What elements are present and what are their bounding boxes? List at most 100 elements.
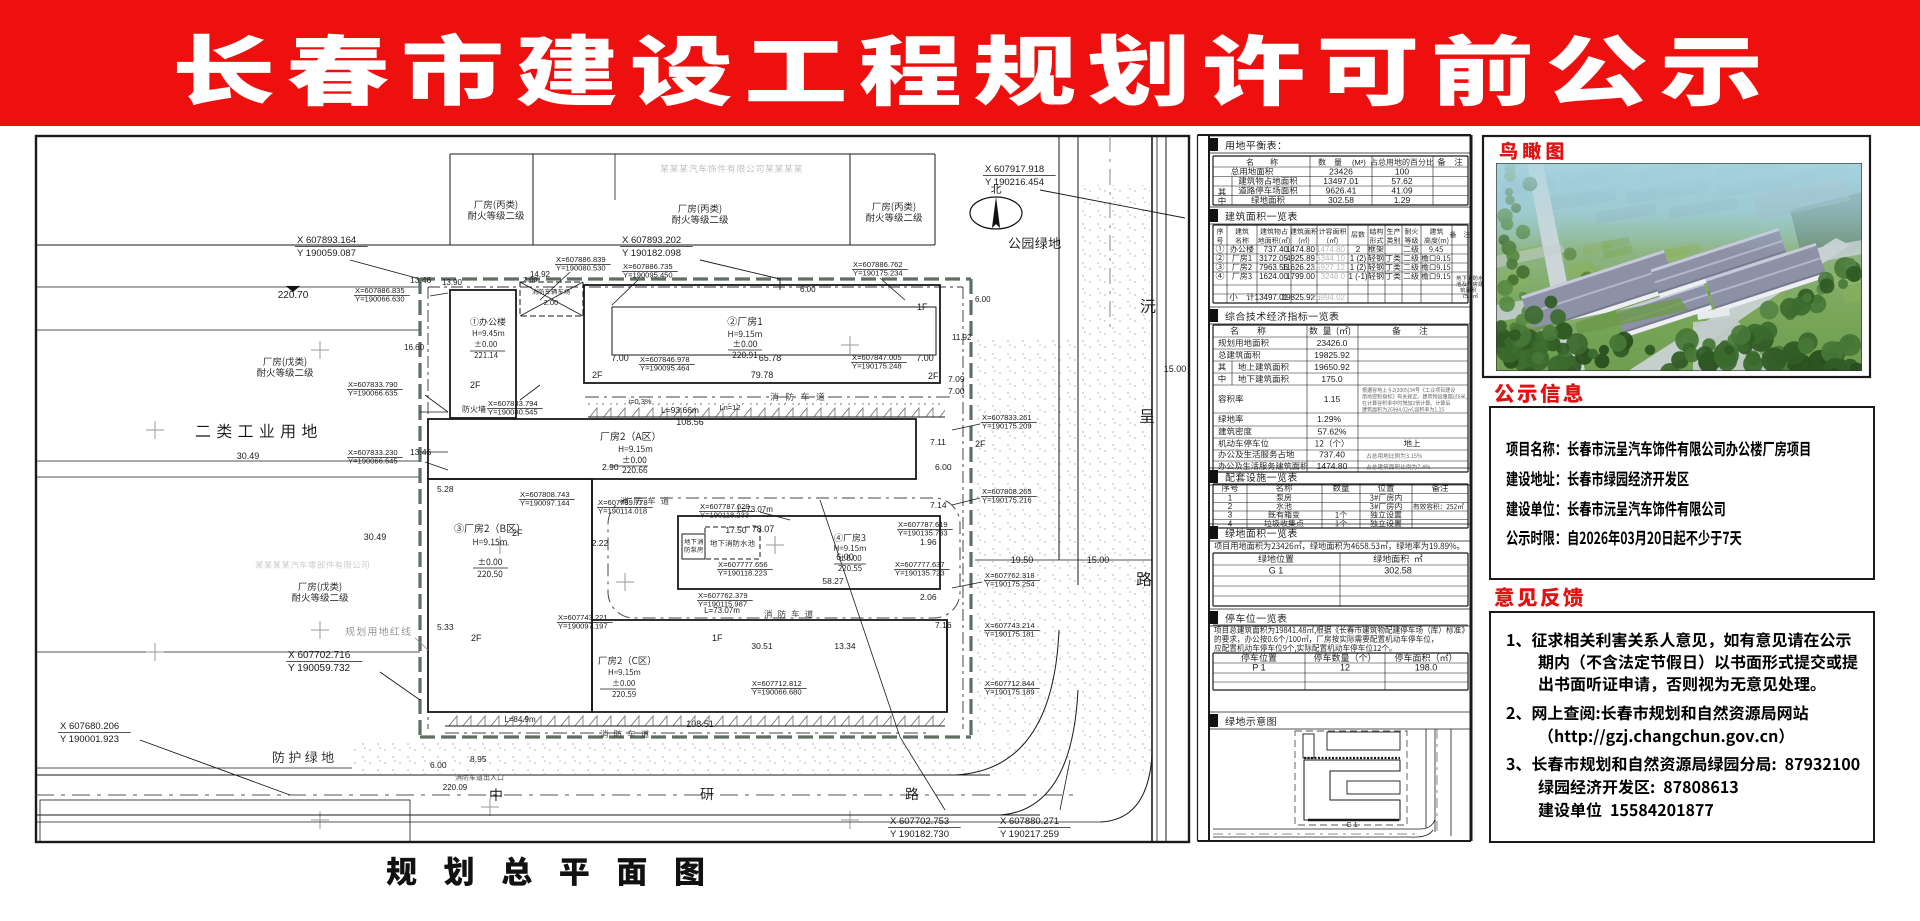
svg-text:14.92: 14.92 xyxy=(530,270,551,279)
svg-text:3: 3 xyxy=(1228,511,1233,520)
svg-text:Y=190097.197: Y=190097.197 xyxy=(558,622,608,631)
svg-text:L=84.9m: L=84.9m xyxy=(504,715,536,724)
svg-text:2: 2 xyxy=(1356,245,1361,254)
svg-text:7.11: 7.11 xyxy=(930,437,946,447)
svg-text:1.29: 1.29 xyxy=(1394,195,1411,205)
svg-text:Y=190066.645: Y=190066.645 xyxy=(348,457,398,466)
svg-text:L=93.66m: L=93.66m xyxy=(661,405,699,415)
svg-text:7.00: 7.00 xyxy=(948,386,965,396)
svg-text:3172.05: 3172.05 xyxy=(1259,254,1288,263)
svg-text:1 (2): 1 (2) xyxy=(1350,254,1367,263)
svg-text:78.07: 78.07 xyxy=(752,524,775,534)
svg-text:Y 190182.730: Y 190182.730 xyxy=(890,829,949,840)
svg-text:1F: 1F xyxy=(712,633,723,643)
svg-text:6.00: 6.00 xyxy=(975,295,991,304)
svg-text:108.56: 108.56 xyxy=(676,417,704,427)
svg-text:L=73.07m: L=73.07m xyxy=(704,606,740,615)
svg-text:X 607702.716: X 607702.716 xyxy=(288,650,351,661)
svg-text:X=607712.812: X=607712.812 xyxy=(752,679,802,688)
svg-text:2F: 2F xyxy=(975,439,986,449)
svg-text:23426.0: 23426.0 xyxy=(1317,338,1348,348)
svg-text:Y=190097.144: Y=190097.144 xyxy=(520,499,570,508)
svg-text:9626.41: 9626.41 xyxy=(1326,186,1357,196)
svg-text:Y=190175.254: Y=190175.254 xyxy=(985,580,1035,589)
svg-text:Y=190118.233: Y=190118.233 xyxy=(700,511,749,520)
svg-text:5.33: 5.33 xyxy=(437,622,454,632)
svg-text:2.90: 2.90 xyxy=(602,462,619,472)
svg-text:X=607833.230: X=607833.230 xyxy=(348,448,398,457)
svg-text:13497.01: 13497.01 xyxy=(1323,176,1359,186)
svg-text:i=0.3%: i=0.3% xyxy=(628,397,651,406)
svg-text:X=607847.005: X=607847.005 xyxy=(852,353,902,362)
svg-text:5.28: 5.28 xyxy=(437,484,454,494)
svg-text:1474.80: 1474.80 xyxy=(1317,461,1348,471)
svg-text:X=607743.221: X=607743.221 xyxy=(558,613,608,622)
svg-text:X 607880.271: X 607880.271 xyxy=(1000,816,1059,827)
svg-text:7.16: 7.16 xyxy=(935,620,952,630)
svg-text:(M²): (M²) xyxy=(1352,158,1366,167)
svg-text:X 607893.164: X 607893.164 xyxy=(297,235,356,246)
svg-text:13.90: 13.90 xyxy=(442,278,463,287)
svg-text:Y 190001.923: Y 190001.923 xyxy=(60,734,119,745)
svg-text:65.78: 65.78 xyxy=(759,353,782,363)
svg-text:13.34: 13.34 xyxy=(834,641,856,651)
svg-text:7.09: 7.09 xyxy=(948,374,965,384)
svg-text:220.09: 220.09 xyxy=(443,783,468,792)
svg-text:17.50: 17.50 xyxy=(725,525,747,535)
svg-text:Y=190080.530: Y=190080.530 xyxy=(556,264,606,273)
svg-text:Ln=12: Ln=12 xyxy=(719,403,740,412)
svg-text:X=607787.620: X=607787.620 xyxy=(700,502,750,511)
svg-text:X=607808.743: X=607808.743 xyxy=(520,490,570,499)
svg-text:2F: 2F xyxy=(928,371,939,381)
svg-text:57.62%: 57.62% xyxy=(1318,427,1347,437)
svg-text:Y 190059.087: Y 190059.087 xyxy=(297,248,356,259)
svg-text:Y 190182.098: Y 190182.098 xyxy=(622,248,681,259)
svg-text:1: 1 xyxy=(1228,494,1233,503)
svg-text:41.09: 41.09 xyxy=(1391,186,1413,196)
svg-text:19825.92: 19825.92 xyxy=(1314,350,1350,360)
svg-text:Y=190175.181: Y=190175.181 xyxy=(985,630,1035,639)
svg-text:X 607917.918: X 607917.918 xyxy=(985,164,1044,175)
svg-text:X=607886.735: X=607886.735 xyxy=(623,262,673,271)
svg-text:30.51: 30.51 xyxy=(751,641,773,651)
svg-text:Y=190175.248: Y=190175.248 xyxy=(852,362,902,371)
svg-text:X=607886.839: X=607886.839 xyxy=(556,255,606,264)
svg-text:1.96: 1.96 xyxy=(920,537,937,547)
svg-text:X=607833.790: X=607833.790 xyxy=(348,380,398,389)
svg-text:1624.00: 1624.00 xyxy=(1259,272,1288,281)
svg-text:P 1: P 1 xyxy=(1252,663,1265,673)
svg-text:G 1: G 1 xyxy=(1269,566,1284,576)
svg-text:Y 190059.732: Y 190059.732 xyxy=(288,663,351,674)
svg-text:7963.56: 7963.56 xyxy=(1259,263,1288,272)
svg-text:Y 190216.454: Y 190216.454 xyxy=(985,177,1044,188)
svg-text:100: 100 xyxy=(1395,167,1409,177)
svg-text:1F: 1F xyxy=(917,302,928,312)
svg-text:1 (-1): 1 (-1) xyxy=(1348,272,1367,281)
svg-text:Y=190095.464: Y=190095.464 xyxy=(640,364,690,373)
svg-text:Y=190095.450: Y=190095.450 xyxy=(623,271,673,280)
svg-text:6344.10: 6344.10 xyxy=(1316,254,1345,263)
svg-text:58.27: 58.27 xyxy=(822,576,844,586)
svg-text:X 607893.202: X 607893.202 xyxy=(622,235,681,246)
svg-text:X=607787.619: X=607787.619 xyxy=(898,520,948,529)
svg-text:4925.89: 4925.89 xyxy=(1286,254,1315,263)
svg-text:X=607777.656: X=607777.656 xyxy=(718,560,768,569)
svg-text:X=607833.794: X=607833.794 xyxy=(488,399,538,408)
svg-text:X=607743.214: X=607743.214 xyxy=(985,621,1035,630)
svg-text:1 (2): 1 (2) xyxy=(1350,263,1367,272)
svg-text:7.00: 7.00 xyxy=(916,353,934,363)
svg-text:X=607886.762: X=607886.762 xyxy=(853,260,903,269)
svg-text:26994.02: 26994.02 xyxy=(1312,293,1346,302)
svg-text:13497.01: 13497.01 xyxy=(1255,293,1289,302)
svg-text:198.0: 198.0 xyxy=(1415,663,1438,673)
svg-text:2.00: 2.00 xyxy=(544,298,559,307)
svg-text:57.62: 57.62 xyxy=(1391,176,1413,186)
svg-text:Y=190114.018: Y=190114.018 xyxy=(598,507,647,516)
svg-text:3248.0: 3248.0 xyxy=(1321,272,1346,281)
svg-text:7.14: 7.14 xyxy=(930,500,947,510)
svg-text:Y=190115.987: Y=190115.987 xyxy=(698,600,747,609)
svg-text:12: 12 xyxy=(1340,663,1350,673)
svg-text:19825.92: 19825.92 xyxy=(1282,293,1316,302)
svg-text:X=607762.379: X=607762.379 xyxy=(698,591,748,600)
svg-text:X 607680.206: X 607680.206 xyxy=(60,721,119,732)
